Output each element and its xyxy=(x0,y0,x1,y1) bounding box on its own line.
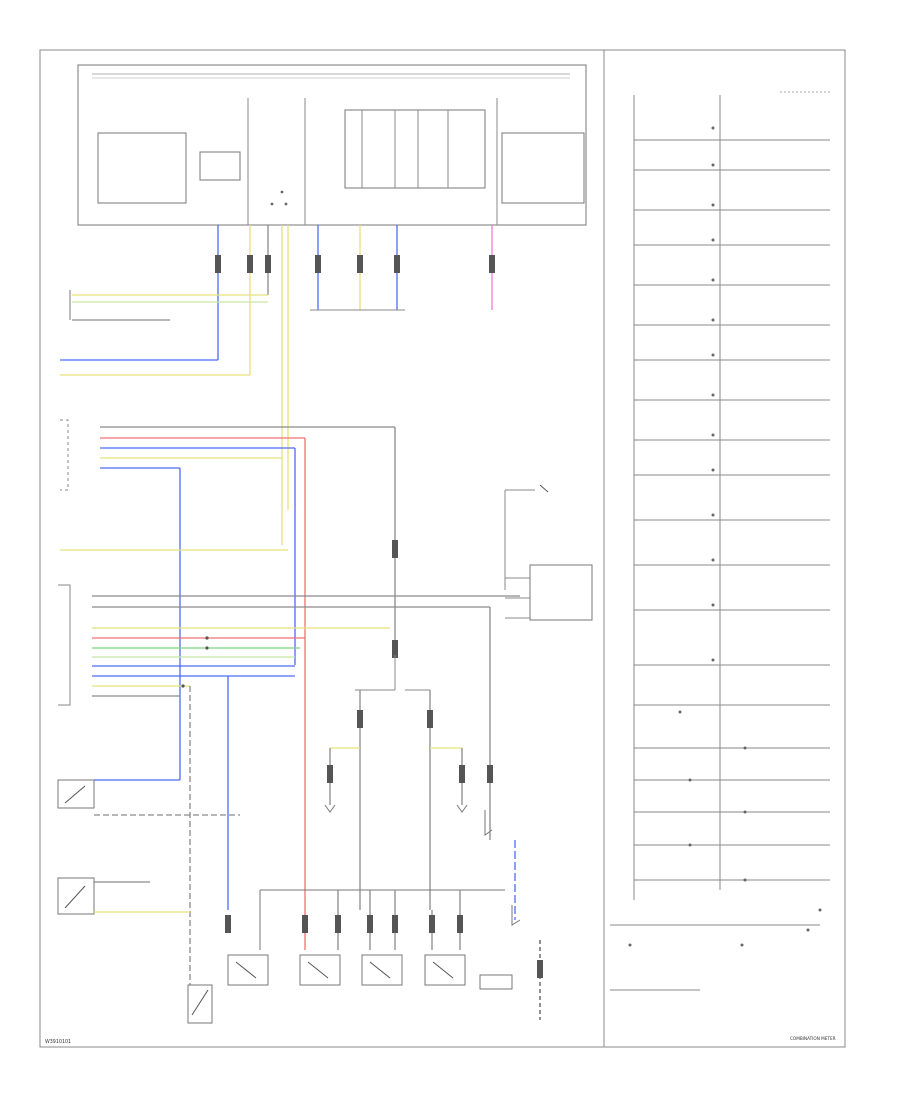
can-device-list xyxy=(610,91,830,991)
meter-wire-harness xyxy=(215,225,495,545)
bottom-switch-row xyxy=(187,889,513,1024)
can-connector-box-right xyxy=(501,132,585,204)
combination-meter-top-box xyxy=(77,64,587,226)
left-connector-bracket xyxy=(58,419,520,985)
left-upper-wiring xyxy=(60,290,268,376)
middle-connector-wiring xyxy=(60,426,398,910)
can-connector-box-left xyxy=(97,132,187,204)
footer-left-code: W3910101 xyxy=(45,1039,71,1045)
door-switches xyxy=(57,779,240,915)
fuel-sensor-wiring xyxy=(511,840,543,1020)
relay-box xyxy=(504,484,593,621)
footer-right-label: COMBINATION METER xyxy=(790,1036,836,1041)
diagram-border xyxy=(39,49,846,1048)
speedometer-box xyxy=(199,151,241,181)
lower-lamp-wiring xyxy=(324,655,493,910)
indicator-lamp-box xyxy=(344,109,486,189)
